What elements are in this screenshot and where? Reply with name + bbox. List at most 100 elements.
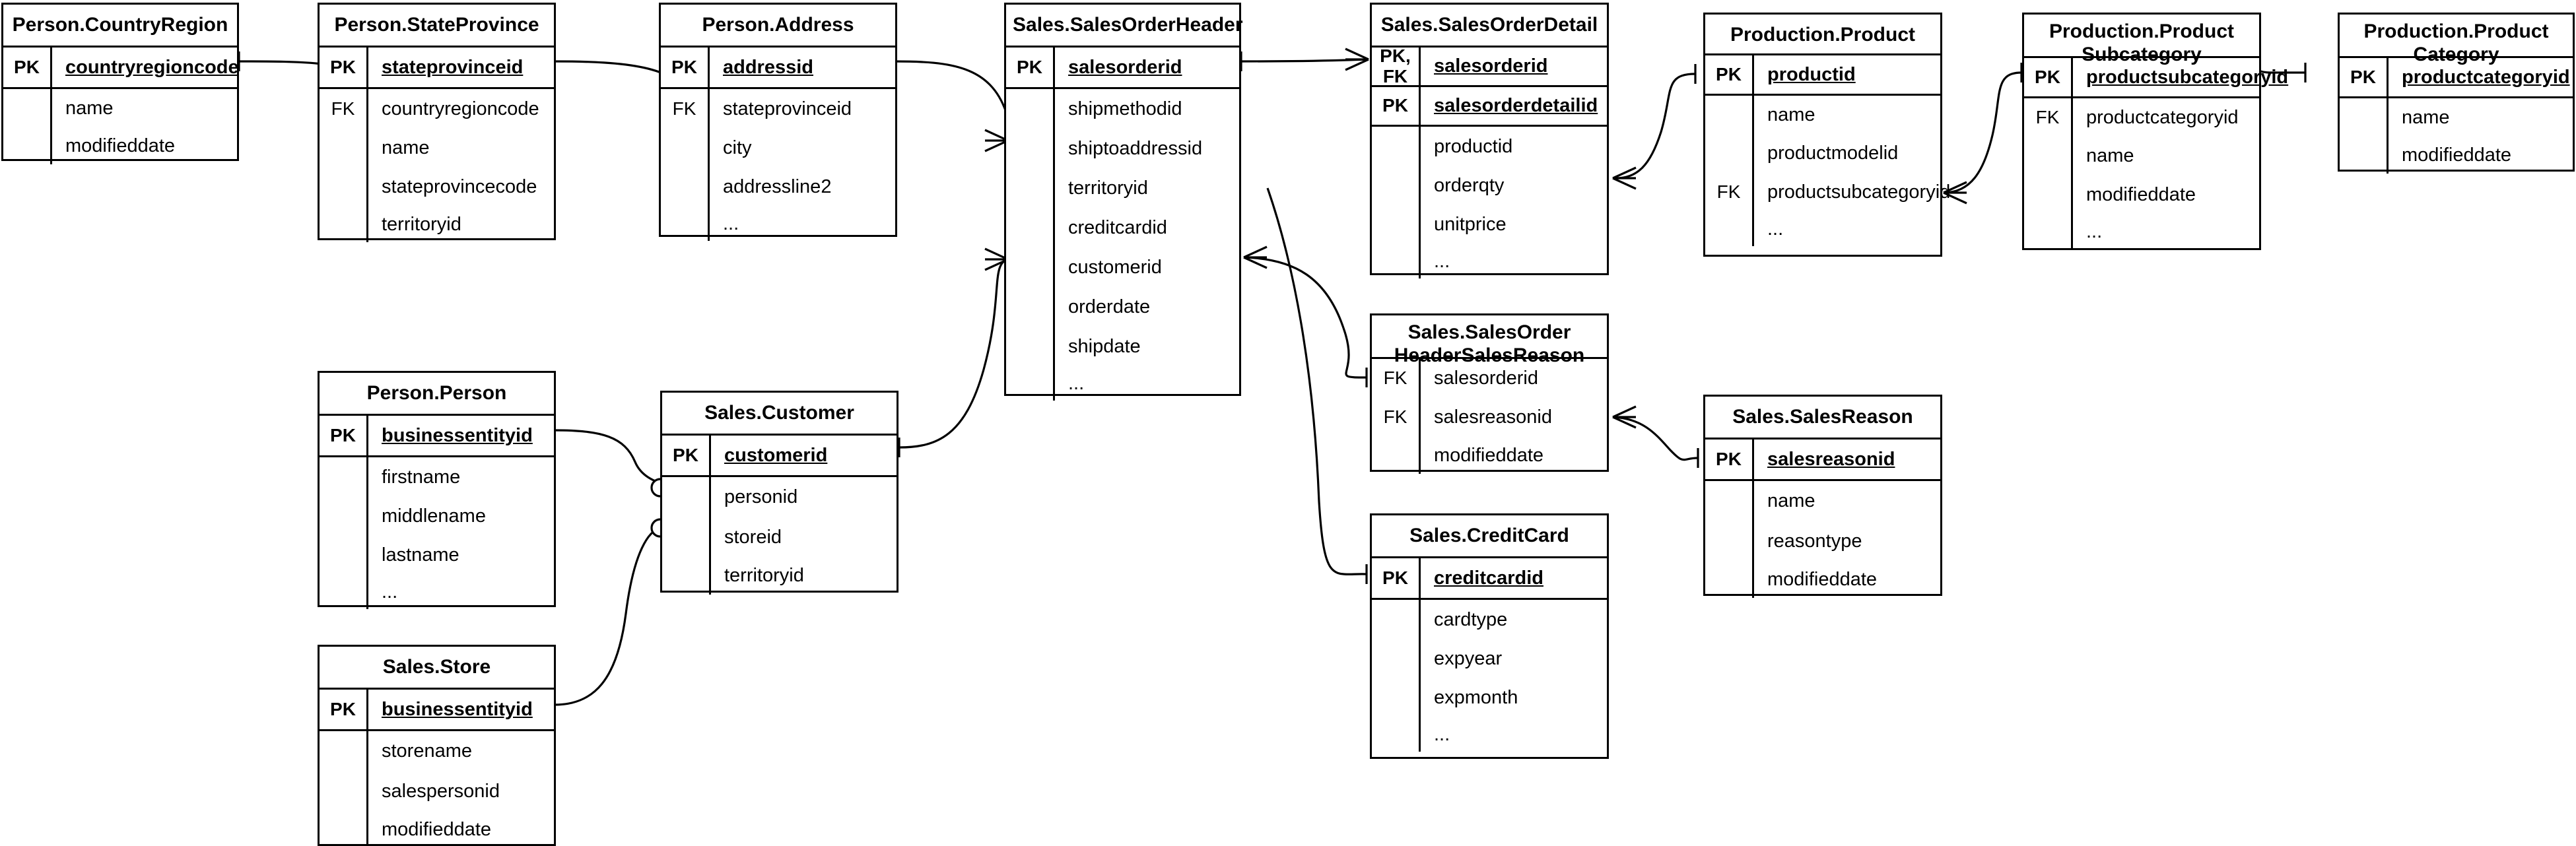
attribute-row[interactable]: addressline2 — [661, 168, 895, 207]
entity-sales-salesreason[interactable]: Sales.SalesReason PK salesreasonid name … — [1703, 395, 1942, 598]
attribute-key-badge: PK — [661, 48, 710, 87]
entity-sales-salesorderheadersalesreason[interactable]: Sales.SalesOrder HeaderSalesReason FK sa… — [1370, 313, 1609, 474]
attribute-row[interactable]: ... — [661, 207, 895, 241]
attribute-row[interactable]: city — [661, 129, 895, 168]
attribute-row[interactable]: personid — [662, 477, 897, 517]
attribute-row[interactable]: customerid — [1006, 247, 1239, 287]
attribute-key-badge — [662, 477, 711, 517]
attribute-row[interactable]: lastname — [320, 536, 554, 575]
attribute-row[interactable]: PK customerid — [662, 436, 897, 475]
entity-attributes: PK businessentityid storename salesperso… — [320, 688, 554, 846]
attribute-row[interactable]: modifieddate — [1372, 437, 1607, 474]
attribute-row[interactable]: PK productid — [1705, 55, 1940, 94]
attribute-row[interactable]: ... — [1705, 212, 1940, 246]
entity-sales-salesorderdetail[interactable]: Sales.SalesOrderDetail PK, FK salesorder… — [1370, 3, 1609, 278]
attribute-row[interactable]: modifieddate — [2024, 176, 2259, 214]
attribute-row[interactable]: name — [2340, 98, 2573, 137]
attribute-key-badge: FK — [661, 89, 710, 129]
attribute-row[interactable]: PK stateprovinceid — [320, 48, 554, 87]
attribute-row[interactable]: ... — [1006, 366, 1239, 401]
attribute-row[interactable]: expyear — [1372, 639, 1607, 678]
entity-person-countryregion[interactable]: Person.CountryRegion PK countryregioncod… — [1, 3, 239, 164]
attribute-row[interactable]: territoryid — [320, 207, 554, 242]
attribute-row[interactable]: PK, FK salesorderid — [1372, 46, 1607, 86]
attribute-row[interactable]: ... — [2024, 214, 2259, 249]
attribute-row[interactable]: expmonth — [1372, 678, 1607, 717]
attribute-row[interactable]: shipdate — [1006, 327, 1239, 366]
attribute-group-pk: PK creditcardid — [1372, 558, 1607, 598]
attribute-row[interactable]: productid — [1372, 127, 1607, 166]
attribute-row[interactable]: modifieddate — [1705, 561, 1940, 598]
attribute-row[interactable]: name — [1705, 96, 1940, 134]
entity-sales-store[interactable]: Sales.Store PK businessentityid storenam… — [318, 645, 556, 846]
attribute-key-badge — [320, 731, 368, 771]
entity-sales-customer[interactable]: Sales.Customer PK customerid personid st… — [660, 391, 898, 595]
attribute-row[interactable]: shipmethodid — [1006, 89, 1239, 129]
attribute-key-badge — [1372, 127, 1421, 166]
attribute-row[interactable]: PK businessentityid — [320, 690, 554, 729]
entity-production-productcategory[interactable]: Production.Product Category PK productca… — [2338, 13, 2575, 174]
attribute-row[interactable]: stateprovincecode — [320, 168, 554, 207]
attribute-group-pk: PK businessentityid — [320, 690, 554, 729]
attribute-row[interactable]: firstname — [320, 457, 554, 497]
attribute-row[interactable]: FK countryregioncode — [320, 89, 554, 129]
attribute-row[interactable]: middlename — [320, 497, 554, 536]
entity-title: Person.StateProvince — [334, 14, 539, 36]
attribute-name: name — [2086, 145, 2134, 166]
attribute-row[interactable]: ... — [320, 575, 554, 609]
attribute-row[interactable]: name — [2024, 137, 2259, 176]
attribute-row[interactable]: orderqty — [1372, 166, 1607, 205]
entity-production-product[interactable]: Production.Product PK productid name pro… — [1703, 13, 1950, 257]
attribute-name: productsubcategoryid — [1767, 181, 1951, 203]
attribute-row[interactable]: storename — [320, 731, 554, 771]
attribute-row[interactable]: modifieddate — [320, 811, 554, 846]
attribute-key-badge — [320, 536, 368, 575]
attribute-row[interactable]: name — [3, 89, 237, 127]
attribute-group-pk: PK countryregioncode — [3, 48, 239, 87]
attribute-row[interactable]: creditcardid — [1006, 208, 1239, 247]
attribute-row[interactable]: name — [1705, 481, 1940, 521]
attribute-row[interactable]: modifieddate — [3, 127, 237, 164]
attribute-row[interactable]: PK countryregioncode — [3, 48, 239, 87]
attribute-row[interactable]: unitprice — [1372, 205, 1607, 244]
attribute-row[interactable]: reasontype — [1705, 521, 1940, 561]
attribute-row[interactable]: territoryid — [662, 557, 897, 595]
attribute-row[interactable]: PK productcategoryid — [2340, 58, 2573, 96]
attribute-key-badge — [1372, 639, 1421, 678]
attribute-group-pk: PK productcategoryid — [2340, 58, 2573, 96]
attribute-row[interactable]: FK stateprovinceid — [661, 89, 895, 129]
attribute-row[interactable]: PK salesorderid — [1006, 48, 1239, 87]
entity-sales-salesorderheader[interactable]: Sales.SalesOrderHeader PK salesorderid s… — [1004, 3, 1243, 401]
attribute-row[interactable]: territoryid — [1006, 168, 1239, 208]
entity-person-address[interactable]: Person.Address PK addressid FK stateprov… — [659, 3, 897, 241]
attribute-row[interactable]: ... — [1372, 244, 1607, 278]
attribute-row[interactable]: orderdate — [1006, 287, 1239, 327]
attribute-key-badge — [2024, 214, 2073, 249]
attribute-row[interactable]: FK salesreasonid — [1372, 398, 1607, 437]
entity-sales-creditcard[interactable]: Sales.CreditCard PK creditcardid cardtyp… — [1370, 513, 1609, 759]
attribute-row[interactable]: PK creditcardid — [1372, 558, 1607, 598]
attribute-row[interactable]: ... — [1372, 717, 1607, 752]
attribute-row[interactable]: productmodelid — [1705, 134, 1940, 173]
attribute-row[interactable]: shiptoaddressid — [1006, 129, 1239, 168]
attribute-row[interactable]: modifieddate — [2340, 137, 2573, 174]
attribute-row[interactable]: PK addressid — [661, 48, 895, 87]
attribute-row[interactable]: salespersonid — [320, 771, 554, 811]
attribute-row[interactable]: cardtype — [1372, 600, 1607, 639]
attribute-row[interactable]: FK productsubcategoryid — [1705, 173, 1950, 212]
attribute-name: stateprovinceid — [382, 56, 524, 78]
attribute-row[interactable]: name — [320, 129, 554, 168]
attribute-row[interactable]: PK salesorderdetailid — [1372, 87, 1607, 125]
attribute-key-badge — [1006, 366, 1055, 401]
attribute-row[interactable]: PK businessentityid — [320, 416, 554, 455]
entity-person-stateprovince[interactable]: Person.StateProvince PK stateprovinceid … — [318, 3, 556, 242]
attribute-row[interactable]: FK productcategoryid — [2024, 98, 2259, 137]
attribute-key-badge — [3, 127, 52, 164]
attribute-row[interactable]: PK salesreasonid — [1705, 439, 1940, 479]
attribute-row[interactable]: FK salesorderid — [1372, 359, 1607, 398]
entity-person-person[interactable]: Person.Person PK businessentityid firstn… — [318, 371, 556, 609]
attribute-name: productsubcategoryid — [2086, 66, 2289, 88]
attribute-row[interactable]: storeid — [662, 517, 897, 557]
entity-production-productsubcategory[interactable]: Production.Product Subcategory PK produc… — [2022, 13, 2288, 250]
